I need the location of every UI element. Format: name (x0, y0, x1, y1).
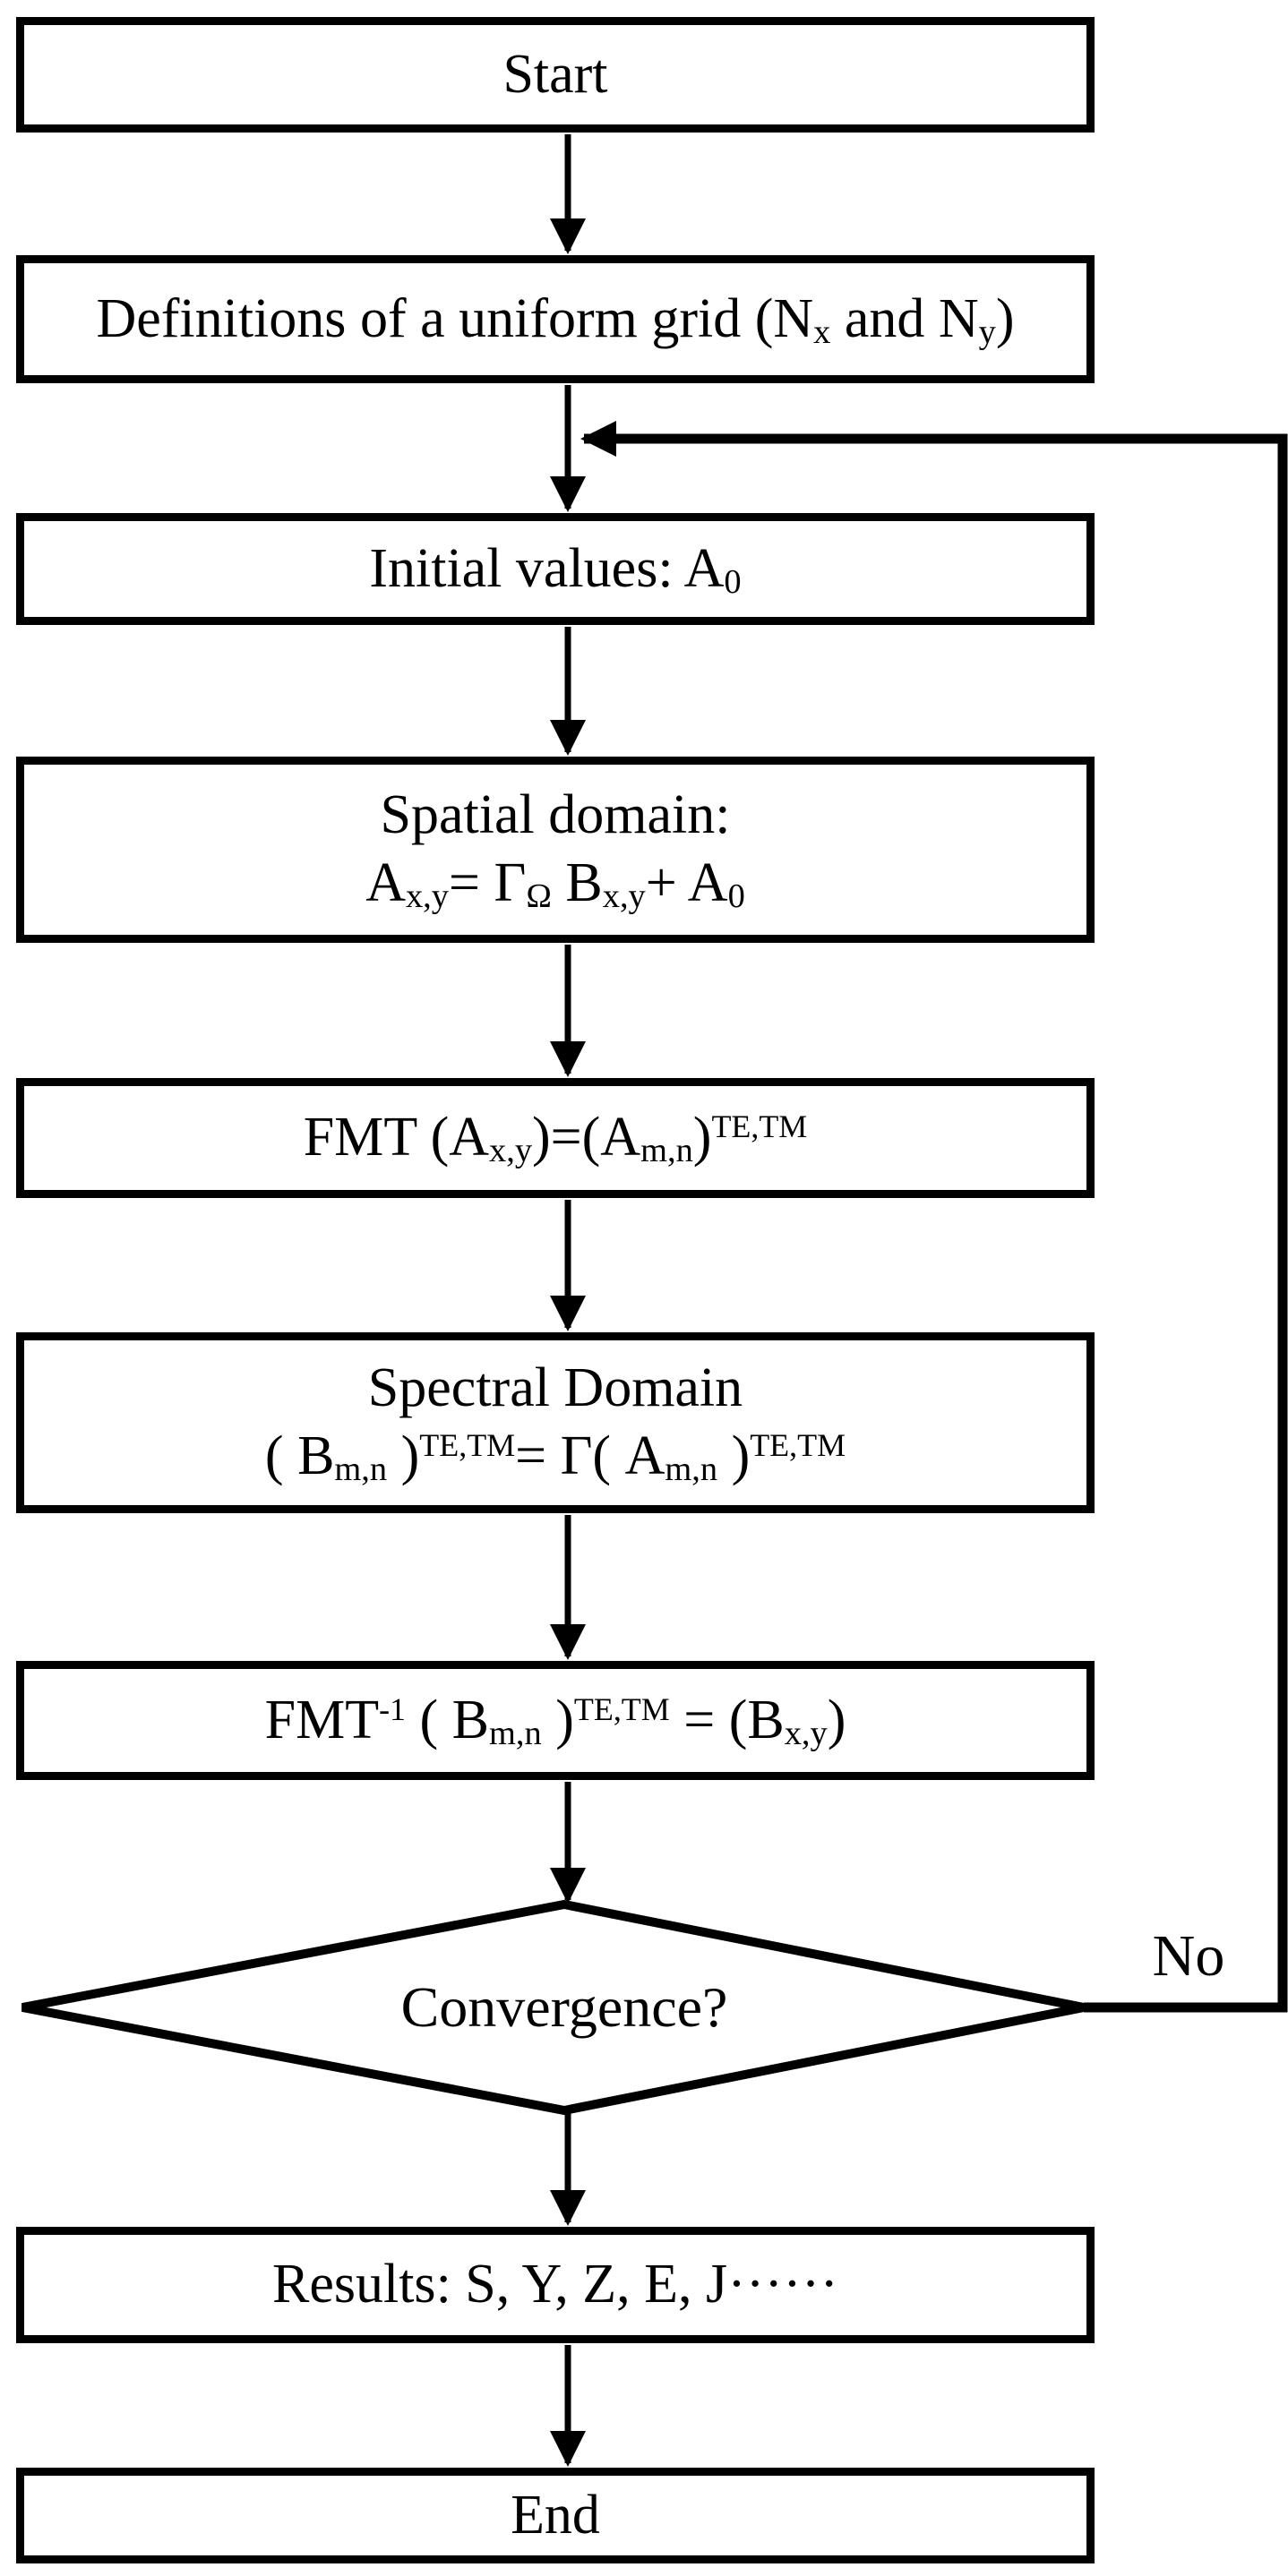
node-fmt-label: FMT (Ax,y)=(Am,n)TE,TM (303, 1107, 808, 1170)
node-end-label: End (511, 2484, 600, 2546)
node-spatial-domain-title: Spatial domain: (380, 784, 731, 846)
node-fmt: FMT (Ax,y)=(Am,n)TE,TM (16, 1078, 1095, 1198)
node-spectral-domain: Spectral Domain ( Bm,n )TE,TM= Γ( Am,n )… (16, 1332, 1095, 1513)
node-start: Start (16, 17, 1095, 133)
node-start-label: Start (502, 43, 608, 105)
node-spatial-domain: Spatial domain: Ax,y= ΓΩ Bx,y+ A0 (16, 757, 1095, 943)
no-branch-label: No (1152, 1923, 1225, 1989)
node-results: Results: S, Y, Z, E, J······ (16, 2227, 1095, 2343)
node-spectral-domain-title: Spectral Domain (367, 1357, 743, 1419)
node-definitions: Definitions of a uniform grid (Nx and Ny… (16, 255, 1095, 383)
node-spectral-domain-equation: ( Bm,n )TE,TM= Γ( Am,n )TE,TM (264, 1425, 846, 1488)
node-initial-values: Initial values: A0 (16, 513, 1095, 625)
node-fmt-inverse-label: FMT-1 ( Bm,n )TE,TM = (Bx,y) (264, 1689, 846, 1752)
node-results-label: Results: S, Y, Z, E, J······ (271, 2254, 839, 2315)
node-end: End (16, 2468, 1095, 2563)
convergence-question-label: Convergence? (400, 1975, 728, 2039)
node-initial-values-label: Initial values: A0 (369, 537, 742, 601)
node-fmt-inverse: FMT-1 ( Bm,n )TE,TM = (Bx,y) (16, 1661, 1095, 1780)
node-definitions-label: Definitions of a uniform grid (Nx and Ny… (96, 287, 1015, 351)
edge-no-feedback-loop (580, 421, 1288, 2013)
node-spatial-domain-equation: Ax,y= ΓΩ Bx,y+ A0 (365, 852, 745, 915)
convergence-diamond (21, 1899, 1085, 2116)
